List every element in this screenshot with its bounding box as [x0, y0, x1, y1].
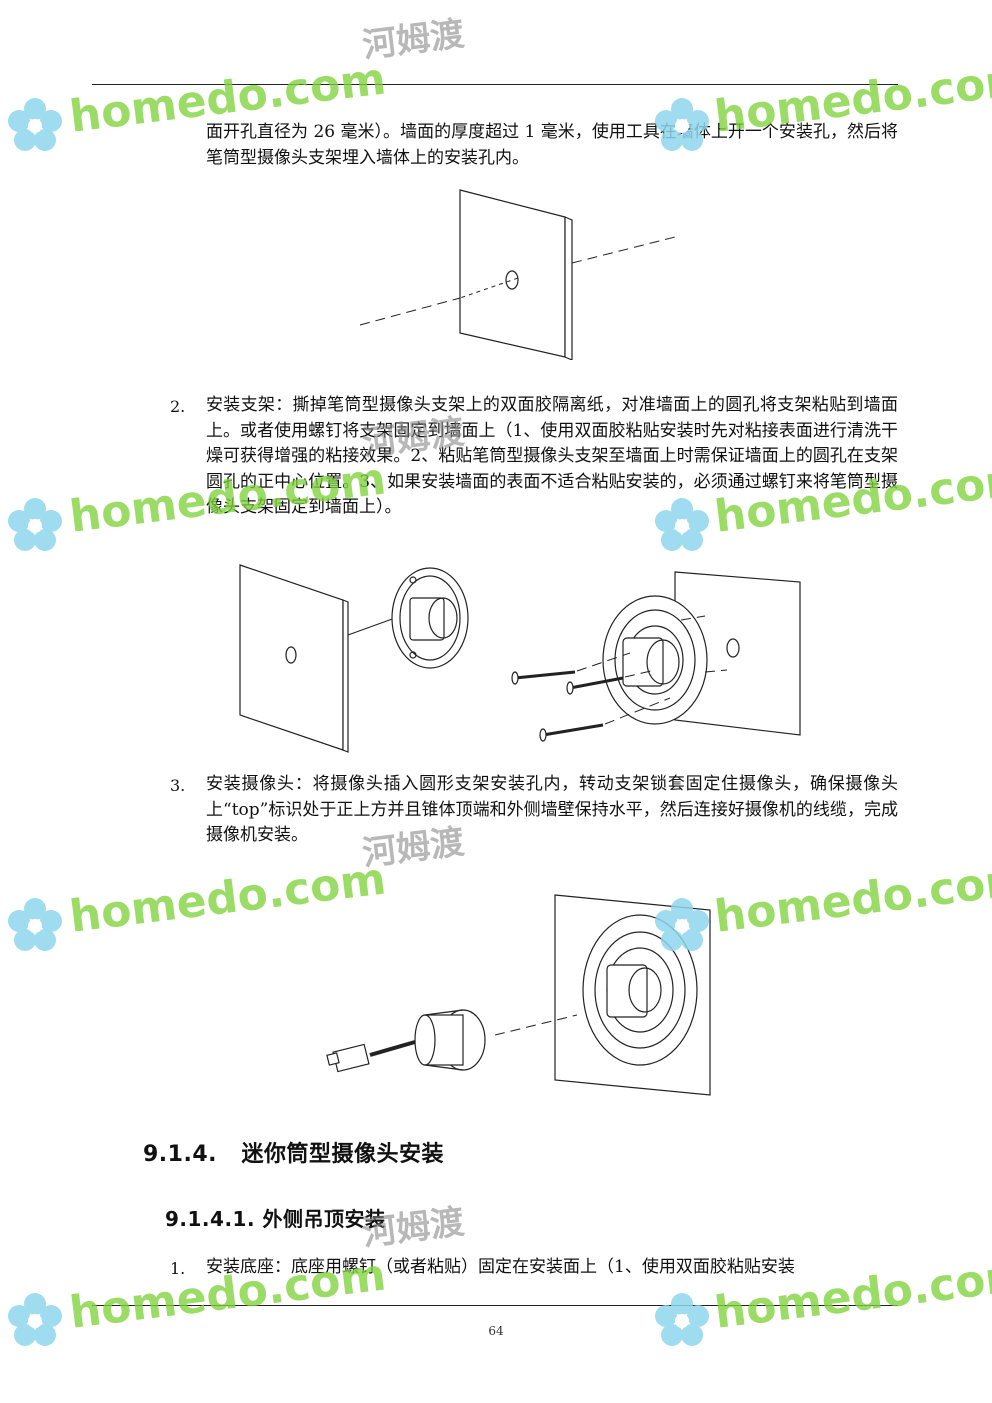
header-rule [92, 84, 898, 85]
flower-icon [8, 898, 62, 951]
section-heading: 9.1.4. 迷你筒型摄像头安装 [143, 1142, 444, 1167]
watermark-domain: .com [909, 853, 992, 919]
flower-icon [8, 1293, 62, 1346]
watermark-chinese: 河姆渡 [360, 13, 467, 67]
figure-camera-install [326, 894, 711, 1096]
watermark-domain: .com [264, 53, 389, 119]
watermark-brand: homedo [711, 867, 916, 943]
watermark-domain: .com [909, 53, 992, 119]
step-3-text: 安装摄像头：将摄像头插入圆形支架安装孔内，转动支架锁套固定住摄像头，确保摄像头上… [206, 774, 898, 845]
step-2-number: 2. [170, 397, 186, 416]
page-number: 64 [488, 1324, 504, 1338]
flower-icon [8, 498, 62, 551]
footer-rule [92, 1305, 898, 1306]
flower-icon [655, 1293, 709, 1346]
watermark-domain: .com [909, 453, 992, 519]
flower-icon [8, 98, 62, 151]
subsection-heading: 9.1.4.1. 外侧吊顶安装 [165, 1207, 386, 1231]
watermark-domain: .com [909, 1249, 992, 1315]
step-2-text: 安装支架：撕掉笔筒型摄像头支架上的双面胶隔离纸，对准墙面上的圆孔将支架粘贴到墙面… [206, 395, 898, 517]
step-1-text: 安装底座：底座用螺钉（或者粘贴）固定在安装面上（1、使用双面胶粘贴安装 [206, 1257, 795, 1277]
step-3-number: 3. [170, 776, 186, 795]
figure-bracket-mounting [239, 564, 801, 753]
intro-paragraph: 面开孔直径为 26 毫米）。墙面的厚度超过 1 毫米，使用工具在墙体上开一个安装… [206, 122, 898, 168]
figure-wall-hole [359, 189, 676, 360]
watermark-brand: homedo [66, 867, 271, 943]
step-1-number: 1. [170, 1259, 186, 1278]
